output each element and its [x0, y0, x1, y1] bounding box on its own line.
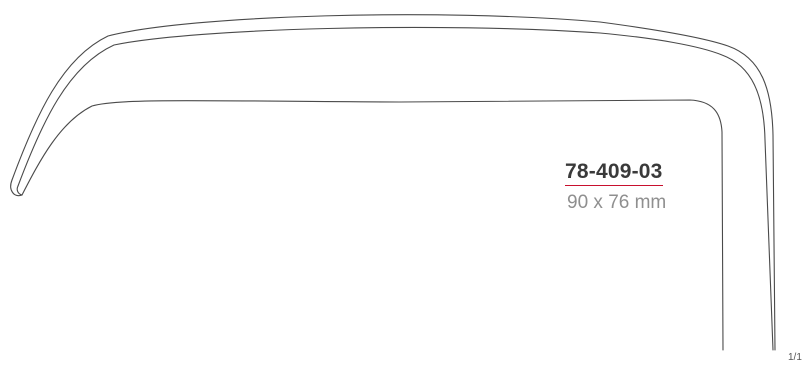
part-number-label: 78-409-03	[565, 160, 663, 186]
instrument-tip-rim	[16, 185, 23, 196]
page-indicator: 1/1	[788, 352, 802, 363]
instrument-outer-contour	[11, 14, 776, 351]
part-dimensions-label: 90 x 76 mm	[567, 192, 667, 213]
instrument-tip-contour	[10, 179, 23, 197]
instrument-inner-contour	[21, 99, 724, 351]
instrument-rim-contour	[17, 26, 774, 351]
